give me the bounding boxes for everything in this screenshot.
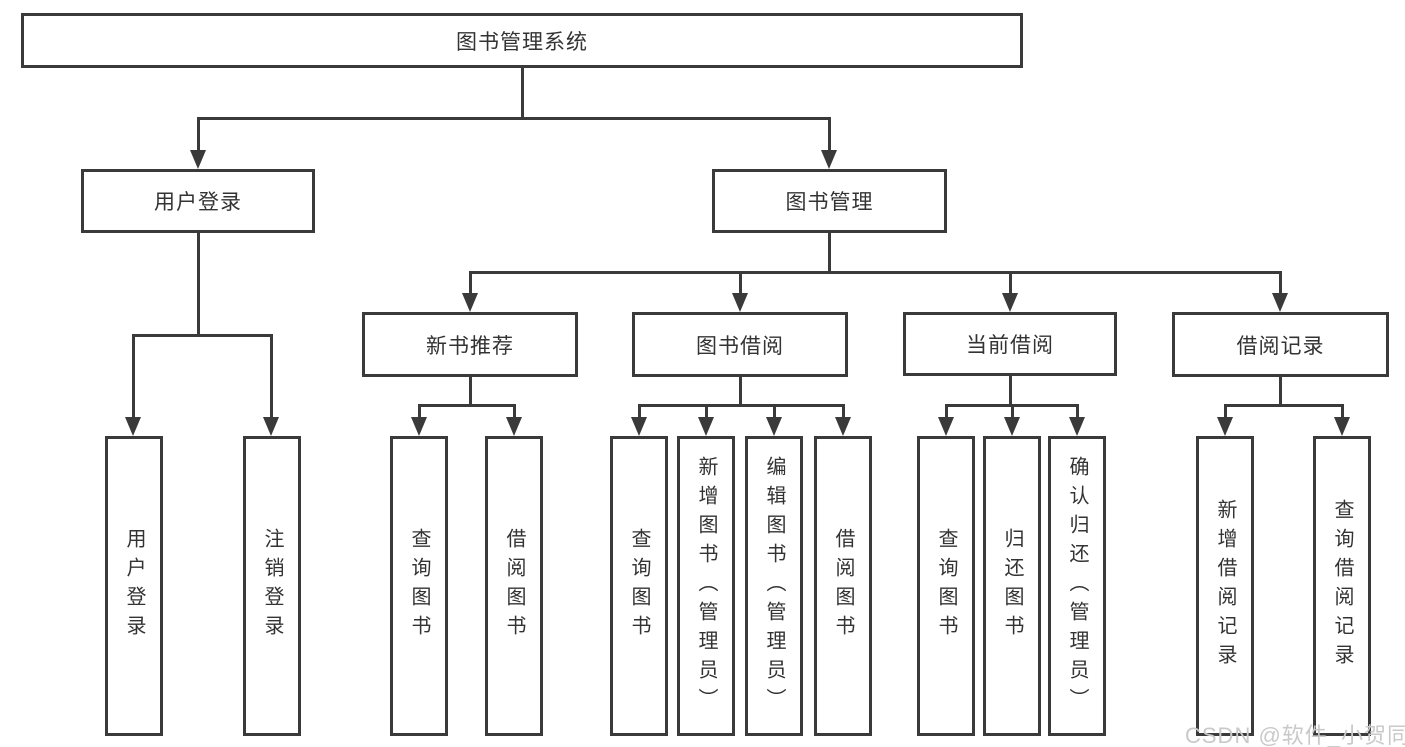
node-new-book: 新书推荐 — [362, 312, 578, 377]
arrow-to-user-login — [190, 150, 206, 169]
leaf-current-query-books-label: 查询图书 — [935, 528, 957, 644]
arrow-to-leaf — [1004, 417, 1020, 436]
connector-stem — [705, 404, 708, 418]
connector-user-login-stem — [197, 117, 200, 152]
arrow-to-leaf — [1334, 417, 1350, 436]
node-current-borrow-label: 当前借阅 — [966, 334, 1054, 357]
arrow-to-leaf — [506, 417, 522, 436]
leaf-newbook-query-books-label: 查询图书 — [408, 528, 430, 644]
arrow-to-leaf — [631, 417, 647, 436]
arrow-to-leaf — [938, 417, 954, 436]
node-user-login-label: 用户登录 — [154, 191, 242, 214]
connector-book-mgmt-stem — [828, 117, 831, 152]
node-book-borrow: 图书借阅 — [632, 312, 848, 377]
node-current-borrow: 当前借阅 — [903, 312, 1117, 376]
leaf-query-borrow-record: 查询借阅记录 — [1313, 436, 1371, 736]
node-borrow-record: 借阅记录 — [1172, 312, 1389, 377]
leaf-borrow-books-label: 借阅图书 — [832, 528, 854, 644]
connector-current-borrow-down — [1009, 376, 1012, 407]
connector-root-stem — [521, 68, 524, 118]
node-book-mgmt: 图书管理 — [712, 169, 947, 233]
leaf-add-borrow-record-label: 新增借阅记录 — [1214, 499, 1236, 673]
csdn-watermark: CSDN @软件_小贺同学 — [1185, 723, 1405, 747]
arrow-to-leaf — [766, 417, 782, 436]
leaf-return-books: 归还图书 — [983, 436, 1041, 736]
leaf-borrow-query-books: 查询图书 — [610, 436, 668, 736]
node-borrow-record-label: 借阅记录 — [1236, 334, 1325, 358]
node-root-label: 图书管理系统 — [456, 30, 588, 54]
connector-borrow-record-rail — [1224, 404, 1344, 407]
arrow-to-leaf — [835, 417, 851, 436]
connector-level3-rail — [469, 271, 1282, 274]
node-root: 图书管理系统 — [21, 13, 1023, 68]
connector-stem — [842, 404, 845, 418]
arrow-to-new-book — [462, 293, 478, 312]
node-user-login: 用户登录 — [81, 169, 315, 233]
node-book-borrow-label: 图书借阅 — [696, 334, 784, 358]
leaf-edit-books-admin: 编辑图书（管理员） — [745, 436, 803, 736]
leaf-add-books-admin: 新增图书（管理员） — [677, 436, 735, 736]
connector-borrow-record-stem — [1279, 271, 1282, 295]
node-new-book-label: 新书推荐 — [426, 334, 514, 358]
connector-current-borrow-stem — [1009, 271, 1012, 295]
connector-login-leaf-stem — [132, 334, 135, 419]
leaf-query-borrow-record-label: 查询借阅记录 — [1331, 499, 1353, 673]
connector-book-borrow-down — [739, 377, 742, 407]
arrow-to-leaf — [1217, 417, 1233, 436]
connector-level2-rail — [197, 117, 831, 120]
leaf-user-login-label: 用户登录 — [123, 528, 145, 644]
connector-book-borrow-rail — [638, 404, 845, 407]
leaf-newbook-query-books: 查询图书 — [390, 436, 448, 736]
leaf-add-borrow-record: 新增借阅记录 — [1196, 436, 1254, 736]
arrow-to-book-borrow — [732, 293, 748, 312]
leaf-edit-books-admin-label: 编辑图书（管理员） — [763, 455, 785, 717]
leaf-user-login: 用户登录 — [105, 436, 163, 736]
node-book-mgmt-label: 图书管理 — [785, 191, 874, 214]
arrow-to-logout-leaf — [263, 417, 279, 436]
connector-stem — [773, 404, 776, 418]
connector-logout-leaf-stem — [270, 334, 273, 419]
connector-borrow-record-down — [1279, 377, 1282, 407]
connector-new-book-down — [469, 377, 472, 407]
connector-stem — [1011, 404, 1014, 418]
leaf-borrow-query-books-label: 查询图书 — [628, 528, 650, 644]
arrow-to-leaf — [1069, 417, 1085, 436]
leaf-logout-label: 注销登录 — [261, 528, 283, 644]
connector-book-borrow-stem — [739, 271, 742, 295]
connector-stem — [1341, 404, 1344, 418]
leaf-current-query-books: 查询图书 — [917, 436, 975, 736]
leaf-logout: 注销登录 — [243, 436, 301, 736]
leaf-add-books-admin-label: 新增图书（管理员） — [695, 455, 717, 717]
connector-new-book-stem — [469, 271, 472, 295]
arrow-to-leaf — [411, 417, 427, 436]
connector-new-book-rail — [418, 404, 516, 407]
leaf-borrow-books: 借阅图书 — [814, 436, 872, 736]
connector-stem — [1076, 404, 1079, 418]
connector-user-login-rail — [132, 334, 273, 337]
arrow-to-login-leaf — [125, 417, 141, 436]
connector-book-mgmt-down — [828, 233, 831, 273]
leaf-newbook-borrow-books: 借阅图书 — [485, 436, 543, 736]
connector-stem — [945, 404, 948, 418]
connector-stem — [513, 404, 516, 418]
leaf-return-books-label: 归还图书 — [1001, 528, 1023, 644]
arrow-to-book-mgmt — [821, 150, 837, 169]
arrow-to-borrow-record — [1272, 293, 1288, 312]
connector-stem — [1224, 404, 1227, 418]
connector-stem — [418, 404, 421, 418]
leaf-confirm-return-admin-label: 确认归还（管理员） — [1066, 455, 1088, 717]
leaf-confirm-return-admin: 确认归还（管理员） — [1048, 436, 1106, 736]
leaf-newbook-borrow-books-label: 借阅图书 — [503, 528, 525, 644]
connector-user-login-down — [197, 233, 200, 336]
arrow-to-current-borrow — [1002, 293, 1018, 312]
connector-stem — [638, 404, 641, 418]
arrow-to-leaf — [698, 417, 714, 436]
